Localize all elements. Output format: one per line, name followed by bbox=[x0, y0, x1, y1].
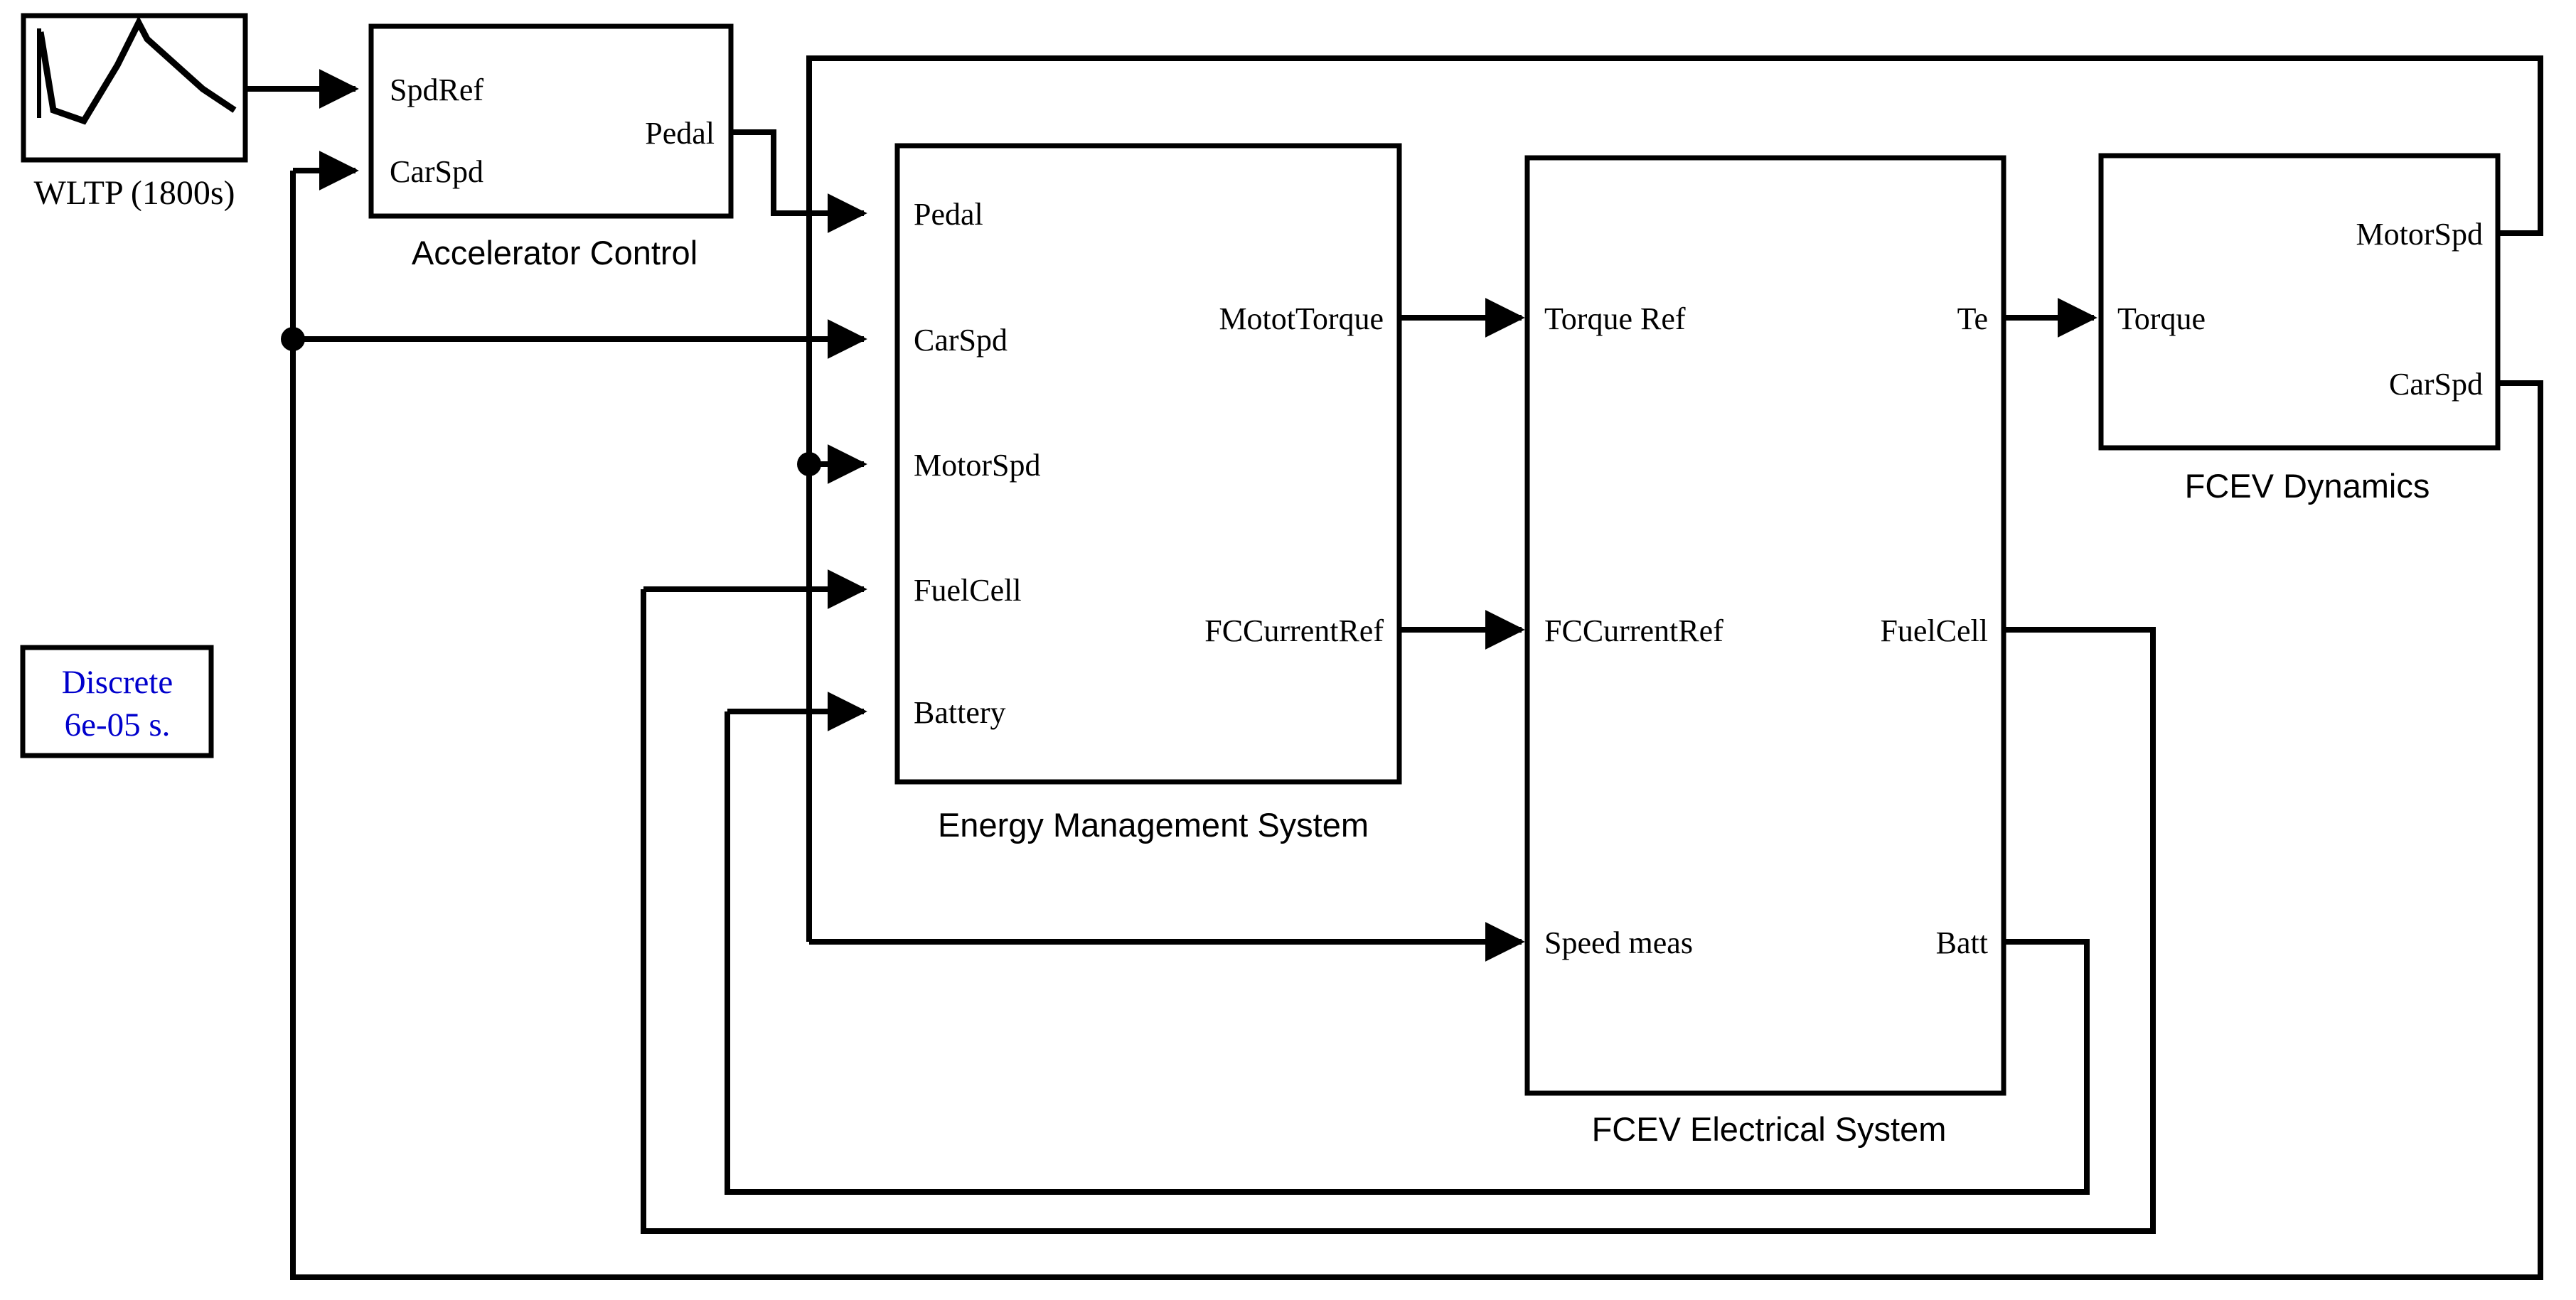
wltp-waveform-icon bbox=[37, 16, 237, 125]
port-accelerator-pedal: Pedal bbox=[645, 116, 715, 151]
fcev-dynamics-label: FCEV Dynamics bbox=[2185, 467, 2430, 505]
block-fcev-dynamics[interactable]: Torque MotorSpd CarSpd FCEV Dynamics bbox=[2098, 153, 2501, 505]
discrete-solver-annotation[interactable]: Discrete 6e-05 s. bbox=[20, 645, 214, 758]
port-fces-speed-meas: Speed meas bbox=[1544, 925, 1693, 960]
port-ems-motorspd: MotorSpd bbox=[914, 448, 1040, 483]
wltp-source-block[interactable]: WLTP (1800s) bbox=[21, 13, 248, 212]
discrete-label-line2: 6e-05 s. bbox=[65, 707, 171, 743]
wire-motorspd-feedback bbox=[806, 55, 2543, 942]
wire-carspd-feedback-outer bbox=[290, 171, 2543, 1280]
signal-wires bbox=[245, 55, 2543, 1280]
port-fces-fuelcell: FuelCell bbox=[1880, 613, 1988, 648]
port-dyn-carspd: CarSpd bbox=[2389, 367, 2483, 402]
port-fces-te: Te bbox=[1957, 301, 1988, 336]
port-fces-torque-ref: Torque Ref bbox=[1544, 301, 1686, 336]
block-fcev-electrical-system[interactable]: Torque Ref FCCurrentRef Speed meas Te Fu… bbox=[1524, 155, 2006, 1148]
port-fces-batt: Batt bbox=[1936, 925, 1988, 960]
port-dyn-torque: Torque bbox=[2117, 301, 2206, 336]
wltp-block-body[interactable] bbox=[21, 13, 248, 163]
wire-batt-feedback bbox=[725, 711, 2090, 1195]
port-dyn-motorspd: MotorSpd bbox=[2356, 217, 2483, 252]
discrete-block-body[interactable] bbox=[20, 645, 214, 758]
accelerator-control-body[interactable] bbox=[368, 23, 734, 219]
fcev-dynamics-body[interactable] bbox=[2098, 153, 2501, 451]
block-accelerator-control[interactable]: SpdRef CarSpd Pedal Accelerator Control bbox=[368, 23, 734, 272]
port-ems-mototorque: MototTorque bbox=[1219, 301, 1384, 336]
block-energy-management-system[interactable]: Pedal CarSpd MotorSpd FuelCell Battery M… bbox=[894, 143, 1402, 844]
energy-management-system-body[interactable] bbox=[894, 143, 1402, 785]
fcev-electrical-system-body[interactable] bbox=[1524, 155, 2006, 1096]
port-ems-fccurrentref: FCCurrentRef bbox=[1204, 613, 1384, 648]
port-accelerator-carspd: CarSpd bbox=[390, 154, 483, 189]
discrete-label-line1: Discrete bbox=[62, 664, 173, 701]
port-ems-carspd: CarSpd bbox=[914, 323, 1008, 358]
port-accelerator-spdref: SpdRef bbox=[390, 72, 483, 107]
wire-fuelcell-feedback bbox=[641, 589, 2156, 1234]
fcev-electrical-system-label: FCEV Electrical System bbox=[1592, 1110, 1947, 1148]
port-ems-battery: Battery bbox=[914, 695, 1006, 730]
accelerator-control-label: Accelerator Control bbox=[412, 234, 698, 272]
wltp-block-label: WLTP (1800s) bbox=[33, 174, 235, 212]
port-fces-fccurrentref: FCCurrentRef bbox=[1544, 613, 1723, 648]
port-ems-pedal: Pedal bbox=[914, 197, 983, 232]
port-ems-fuelcell: FuelCell bbox=[914, 573, 1022, 608]
wire-pedal-to-ems-pedal bbox=[731, 129, 867, 233]
energy-management-system-label: Energy Management System bbox=[938, 806, 1369, 844]
